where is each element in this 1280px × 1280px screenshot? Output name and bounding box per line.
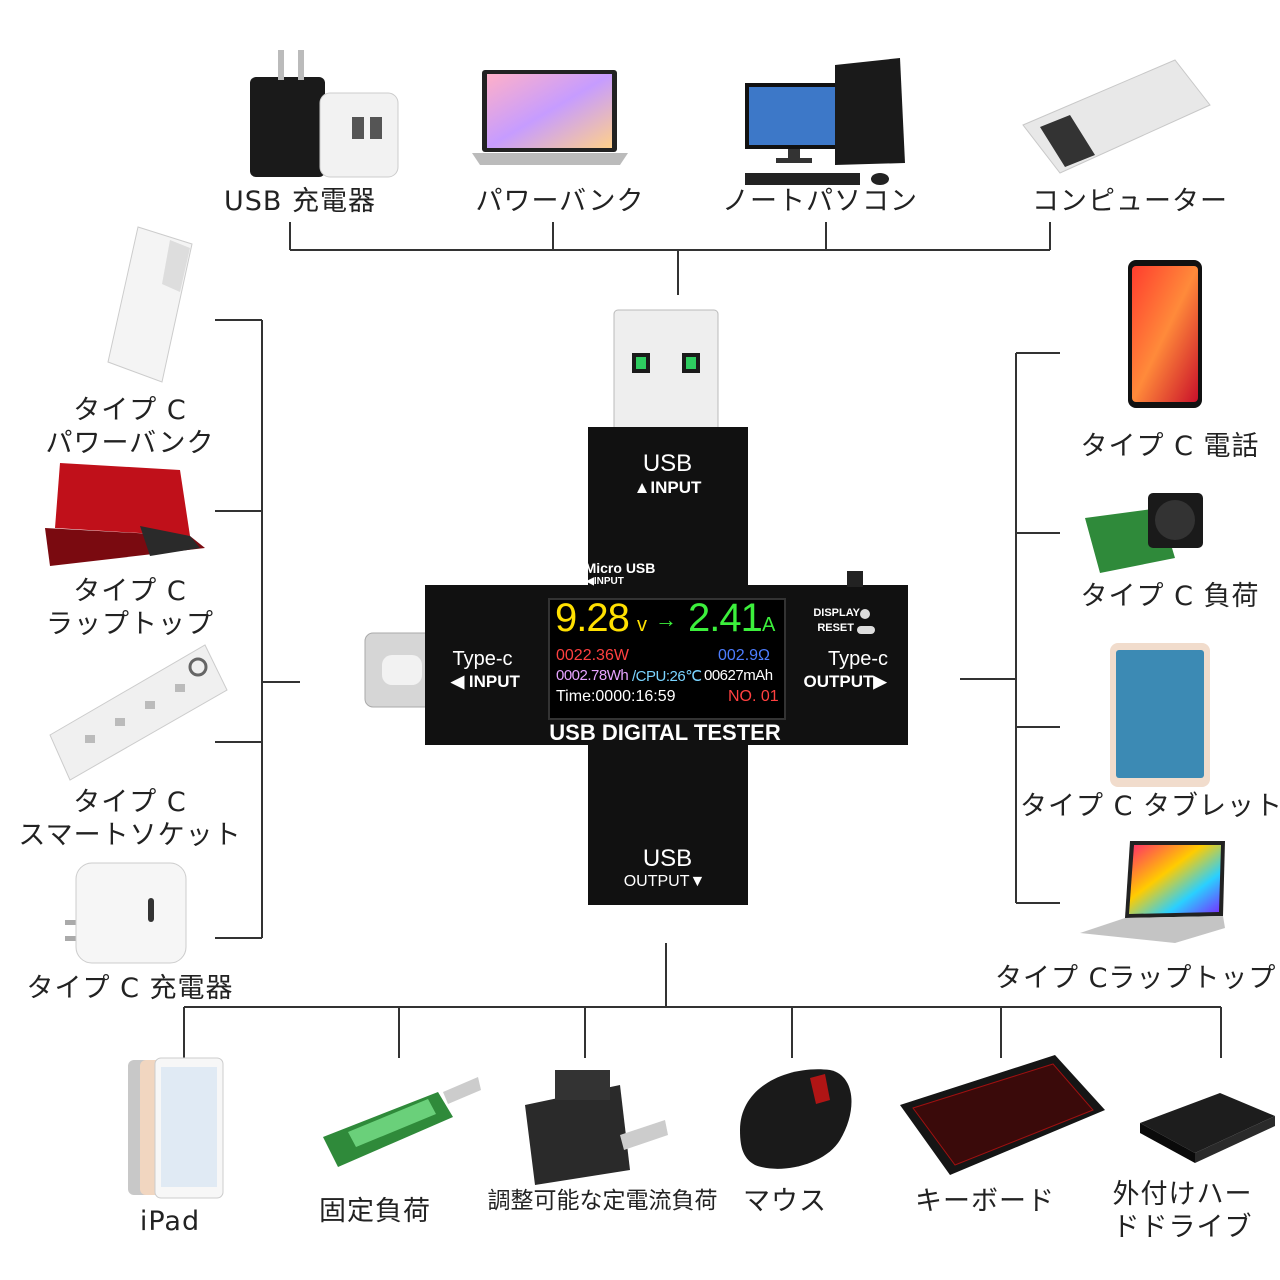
phone-icon (1128, 260, 1202, 408)
micro-usb-title: Micro USB (584, 560, 656, 576)
right-laptop-icon (1080, 841, 1225, 943)
lcd-screen (548, 598, 786, 720)
right-label-laptop: タイプ Cラップトップ (995, 963, 1277, 994)
adjustable-load-icon (525, 1070, 668, 1185)
top-label-usb-charger: USB 充電器 (223, 186, 376, 217)
lcd-time: Time:0000:16:59 (556, 688, 676, 705)
power-strip-icon (49, 644, 228, 781)
lcd-resistance: 002.9Ω (718, 647, 770, 664)
hard-drive-icon (1140, 1093, 1275, 1163)
lcd-energy: 0002.78Wh (556, 667, 629, 684)
power-bank-icon (1022, 59, 1211, 174)
right-label-load: タイプ C 負荷 (1080, 581, 1260, 612)
lcd-record-number: NO. 01 (728, 688, 779, 705)
tablet-icon (1110, 643, 1210, 787)
bottom-label-ipad: iPad (139, 1206, 201, 1237)
desktop-pc-icon (745, 58, 905, 185)
right-label-tablet: タイプ C タブレット (1020, 791, 1280, 822)
red-laptop-icon (45, 463, 205, 566)
bottom-label-fixed-load: 固定負荷 (319, 1196, 431, 1227)
right-label-phone: タイプ C 電話 (1080, 431, 1260, 462)
lcd-voltage: 9.28 (555, 596, 630, 640)
usb-charger-icon (250, 50, 399, 178)
typec-output-title: Type-c (827, 648, 889, 670)
bottom-label-keyboard: キーボード (915, 1186, 1055, 1217)
typec-input-title: Type-c (452, 648, 513, 670)
usb-output-label: OUTPUT▼ (623, 873, 706, 890)
lcd-flow-arrow: → (655, 607, 677, 632)
display-button-label: DISPLAY (813, 607, 860, 619)
fixed-load-icon (323, 1077, 481, 1167)
top-label-computer: コンピューター (1032, 186, 1228, 217)
keyboard-icon (900, 1055, 1105, 1175)
top-label-laptop: ノートパソコン (722, 186, 918, 217)
load-board-icon (1085, 493, 1203, 573)
reset-button-label: RESET (817, 622, 854, 634)
laptop-icon (472, 70, 628, 165)
tester-name: USB DIGITAL TESTER (549, 720, 781, 745)
lcd-voltage-unit: v (637, 614, 647, 636)
usb-input-label: ▲INPUT (633, 478, 702, 497)
typec-output-label: OUTPUT▶ (803, 672, 887, 691)
top-label-power-bank: パワーバンク (475, 186, 645, 217)
usb-c-charger-icon (65, 862, 187, 964)
lcd-current: 2.41 (688, 596, 763, 640)
typec-input-label: ◀ INPUT (451, 672, 520, 691)
mouse-icon (740, 1069, 852, 1169)
lcd-power: 0022.36W (556, 647, 629, 664)
micro-usb-label: ◀INPUT (586, 576, 624, 587)
bottom-label-mouse: マウス (743, 1186, 827, 1217)
left-power-bank-icon (107, 226, 193, 383)
lcd-current-unit: A (762, 614, 776, 636)
lcd-capacity: 00627mAh (704, 667, 773, 684)
usb-output-title: USB (642, 845, 693, 872)
lcd-cpu-temp: /CPU:26℃ (632, 668, 702, 685)
bottom-label-adjustable-load: 調整可能な定電流負荷 (487, 1188, 718, 1214)
left-label-charger: タイプ C 充電器 (26, 973, 234, 1004)
usb-input-title: USB (642, 450, 693, 477)
ipad-icon (128, 1057, 224, 1199)
bottom-label-hard-drive: 外付けハードドライブ (1112, 1179, 1253, 1243)
